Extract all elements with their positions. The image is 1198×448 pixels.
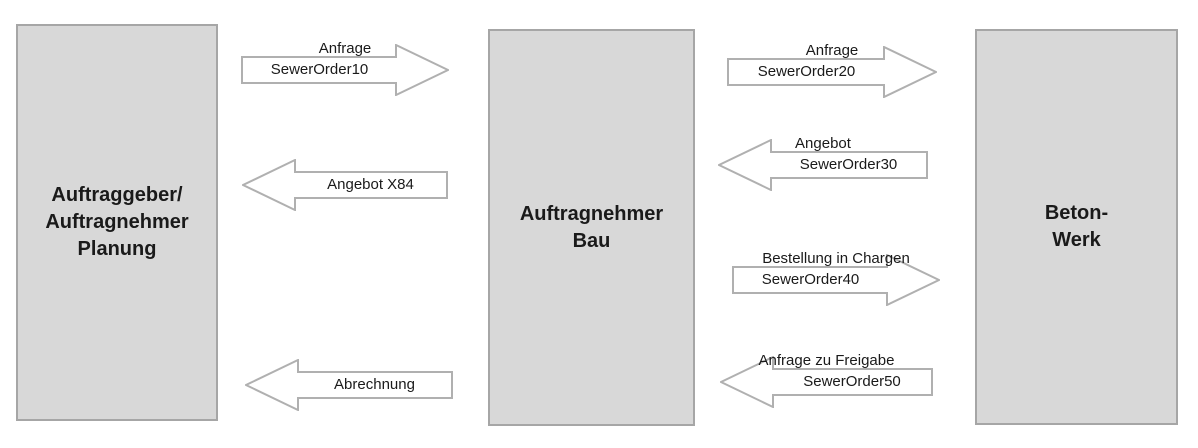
arrow-label-above: Anfrage zu Freigabe	[758, 352, 895, 369]
arrow-left-icon	[720, 356, 933, 408]
arrow-label-inside: Abrechnung	[334, 376, 415, 393]
arrow-right-icon	[727, 46, 937, 98]
arrow-label-above: Bestellung in Chargen	[762, 250, 910, 267]
arrow-abrechnung: Abrechnung	[245, 359, 453, 411]
arrow-angebot-x84: Angebot X84	[242, 159, 448, 211]
box-auftraggeber-planung: Auftraggeber/ Auftragnehmer Planung	[16, 24, 218, 421]
arrow-right-icon	[241, 44, 449, 96]
arrow-anfrage-sewerorder10: Anfrage SewerOrder10	[241, 40, 449, 96]
arrow-label-above: Anfrage	[318, 40, 372, 57]
box-beton-werk: Beton- Werk	[975, 29, 1178, 425]
arrow-left-icon	[718, 139, 928, 191]
arrow-bestellung-sewerorder40: Bestellung in Chargen SewerOrder40	[732, 250, 940, 306]
arrow-label-above: Angebot	[795, 135, 851, 152]
arrow-left-icon	[242, 159, 448, 211]
box-beton-werk-label: Beton- Werk	[1044, 202, 1109, 251]
arrow-label-inside: SewerOrder20	[757, 63, 856, 80]
arrow-label-inside: SewerOrder40	[761, 271, 860, 288]
arrow-label-inside: SewerOrder30	[799, 156, 898, 173]
arrow-anfrage-freigabe-sewerorder50: Anfrage zu Freigabe SewerOrder50	[720, 352, 933, 408]
arrow-label-inside: SewerOrder10	[270, 61, 369, 78]
box-auftragnehmer-bau-label: Auftragnehmer Bau	[519, 202, 664, 252]
box-auftraggeber-planung-label: Auftraggeber/ Auftragnehmer Planung	[45, 184, 189, 260]
arrow-label-inside: SewerOrder50	[803, 373, 901, 390]
arrow-left-icon	[245, 359, 453, 411]
arrow-label-inside: Angebot X84	[327, 176, 414, 193]
arrow-label-above: Anfrage	[805, 42, 859, 59]
arrow-anfrage-sewerorder20: Anfrage SewerOrder20	[727, 42, 937, 98]
arrow-right-icon	[732, 254, 940, 306]
box-auftragnehmer-bau: Auftragnehmer Bau	[488, 29, 695, 426]
arrow-angebot-sewerorder30: Angebot SewerOrder30	[718, 135, 928, 191]
